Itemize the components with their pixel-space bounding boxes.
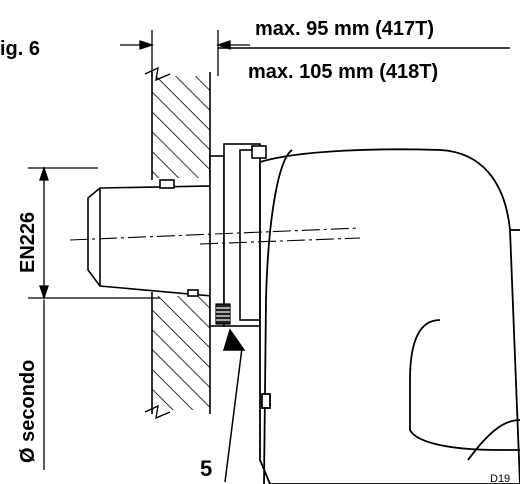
callout-5-label: 5 xyxy=(200,456,212,481)
drawing-code: D19 xyxy=(490,473,510,484)
dimension-label-418t: max. 105 mm (418T) xyxy=(248,61,438,83)
gasket-component xyxy=(215,303,231,325)
secondo-label: Ø secondo xyxy=(17,360,39,463)
en226-label: EN226 xyxy=(17,212,39,273)
burner-axis-line xyxy=(69,227,361,241)
wall-section-upper xyxy=(144,66,211,180)
blast-tube xyxy=(87,179,213,297)
wall-section-lower xyxy=(144,292,211,420)
en226-dimension xyxy=(28,165,160,301)
burner-axis-line-2 xyxy=(199,237,361,245)
mounting-flange xyxy=(209,143,267,327)
figure-label: ig. 6 xyxy=(0,38,40,60)
burner-housing xyxy=(259,148,520,484)
wall-dimension-lines xyxy=(120,30,250,76)
dimension-label-417t: max. 95 mm (417T) xyxy=(255,18,434,40)
callout-5-leader xyxy=(222,328,246,483)
